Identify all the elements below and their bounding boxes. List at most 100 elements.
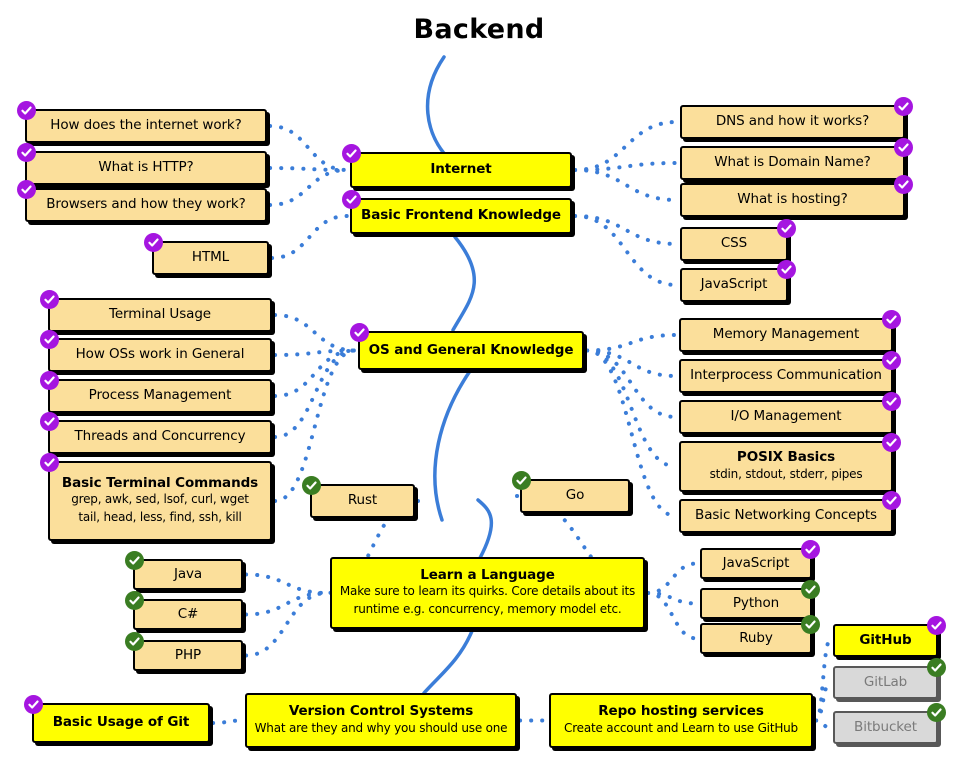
- check-icon[interactable]: [882, 491, 901, 510]
- node-interprocess-communication[interactable]: Interprocess Communication: [679, 351, 901, 393]
- check-icon[interactable]: [801, 540, 820, 559]
- check-icon[interactable]: [882, 310, 901, 329]
- check-icon[interactable]: [40, 330, 59, 349]
- node-how-oss-work-in-general[interactable]: How OSs work in General: [40, 330, 272, 372]
- node-label: Internet: [430, 161, 492, 178]
- check-icon[interactable]: [927, 616, 946, 635]
- node-bitbucket[interactable]: Bitbucket: [833, 703, 946, 744]
- check-icon[interactable]: [40, 412, 59, 431]
- check-icon[interactable]: [777, 260, 796, 279]
- check-icon[interactable]: [24, 695, 43, 714]
- node-internet[interactable]: Internet: [342, 144, 572, 188]
- check-icon[interactable]: [894, 138, 913, 157]
- check-icon[interactable]: [125, 591, 144, 610]
- check-icon[interactable]: [144, 233, 163, 252]
- dotted-link: [273, 348, 357, 357]
- node-what-is-http[interactable]: What is HTTP?: [17, 143, 267, 185]
- node-browsers-and-how-they-work[interactable]: Browsers and how they work?: [17, 180, 267, 222]
- node-javascript-language[interactable]: JavaScript: [700, 540, 820, 579]
- check-icon[interactable]: [40, 453, 59, 472]
- dotted-link: [270, 214, 349, 260]
- check-icon[interactable]: [125, 551, 144, 570]
- node-rust[interactable]: Rust: [302, 476, 415, 518]
- dotted-link: [268, 124, 349, 172]
- node-label: Basic Usage of Git: [52, 714, 190, 731]
- node-terminal-usage[interactable]: Terminal Usage: [40, 290, 272, 332]
- node-css[interactable]: CSS: [680, 219, 796, 261]
- node-php[interactable]: PHP: [125, 632, 243, 671]
- dotted-link: [273, 348, 357, 439]
- node-what-is-hosting[interactable]: What is hosting?: [680, 175, 913, 217]
- dotted-link: [268, 166, 349, 172]
- node-label: What is HTTP?: [98, 159, 194, 176]
- node-label: Java: [173, 565, 203, 582]
- check-icon[interactable]: [927, 703, 946, 722]
- node-sublabel: grep, awk, sed, lsof, curl, wget: [71, 492, 249, 507]
- node-dns-and-how-it-works[interactable]: DNS and how it works?: [680, 97, 913, 139]
- node-html[interactable]: HTML: [144, 233, 269, 275]
- node-label: Python: [732, 594, 780, 611]
- node-label: Interprocess Communication: [690, 367, 882, 384]
- node-github[interactable]: GitHub: [833, 616, 946, 657]
- dotted-link: [573, 214, 679, 287]
- node-how-does-the-internet-work[interactable]: How does the internet work?: [17, 101, 267, 143]
- node-label: Browsers and how they work?: [46, 196, 246, 213]
- node-go[interactable]: Go: [512, 471, 630, 513]
- node-memory-management[interactable]: Memory Management: [679, 310, 901, 352]
- node-csharp[interactable]: C#: [125, 591, 243, 630]
- dotted-link: [646, 591, 699, 641]
- node-label: Learn a Language: [420, 566, 555, 583]
- check-icon[interactable]: [342, 144, 361, 163]
- node-python[interactable]: Python: [700, 580, 820, 619]
- node-label: JavaScript: [722, 554, 790, 571]
- check-icon[interactable]: [927, 658, 946, 677]
- check-icon[interactable]: [777, 219, 796, 238]
- check-icon[interactable]: [882, 433, 901, 452]
- node-label: Basic Frontend Knowledge: [361, 207, 561, 224]
- node-basic-networking-concepts[interactable]: Basic Networking Concepts: [679, 491, 901, 533]
- check-icon[interactable]: [342, 190, 361, 209]
- check-icon[interactable]: [40, 290, 59, 309]
- check-icon[interactable]: [882, 392, 901, 411]
- node-what-is-domain-name[interactable]: What is Domain Name?: [680, 138, 913, 180]
- check-icon[interactable]: [801, 580, 820, 599]
- node-basic-frontend-knowledge[interactable]: Basic Frontend Knowledge: [342, 190, 572, 234]
- node-ruby[interactable]: Ruby: [700, 615, 820, 654]
- check-icon[interactable]: [512, 471, 531, 490]
- node-io-management[interactable]: I/O Management: [679, 392, 901, 434]
- check-icon[interactable]: [17, 180, 36, 199]
- node-gitlab[interactable]: GitLab: [833, 658, 946, 699]
- dotted-link: [585, 333, 678, 353]
- check-icon[interactable]: [801, 615, 820, 634]
- check-icon[interactable]: [894, 175, 913, 194]
- check-icon[interactable]: [17, 101, 36, 120]
- dotted-link: [646, 561, 699, 595]
- node-label: How does the internet work?: [50, 117, 242, 134]
- node-label: I/O Management: [730, 408, 842, 425]
- check-icon[interactable]: [17, 143, 36, 162]
- node-threads-and-concurrency[interactable]: Threads and Concurrency: [40, 412, 272, 454]
- dotted-link: [244, 572, 329, 595]
- node-javascript-frontend[interactable]: JavaScript: [680, 260, 796, 302]
- check-icon[interactable]: [40, 371, 59, 390]
- node-basic-usage-of-git[interactable]: Basic Usage of Git: [24, 695, 210, 743]
- check-icon[interactable]: [894, 97, 913, 116]
- dotted-link: [814, 680, 832, 723]
- node-os-and-general-knowledge[interactable]: OS and General Knowledge: [350, 323, 584, 370]
- node-process-management[interactable]: Process Management: [40, 371, 272, 413]
- check-icon[interactable]: [302, 476, 321, 495]
- check-icon[interactable]: [882, 351, 901, 370]
- node-label: HTML: [191, 249, 230, 266]
- dotted-link: [585, 348, 678, 419]
- node-java[interactable]: Java: [125, 551, 243, 590]
- check-icon[interactable]: [125, 632, 144, 651]
- dotted-link: [573, 120, 679, 172]
- node-label: How OSs work in General: [75, 346, 245, 363]
- check-icon[interactable]: [350, 323, 369, 342]
